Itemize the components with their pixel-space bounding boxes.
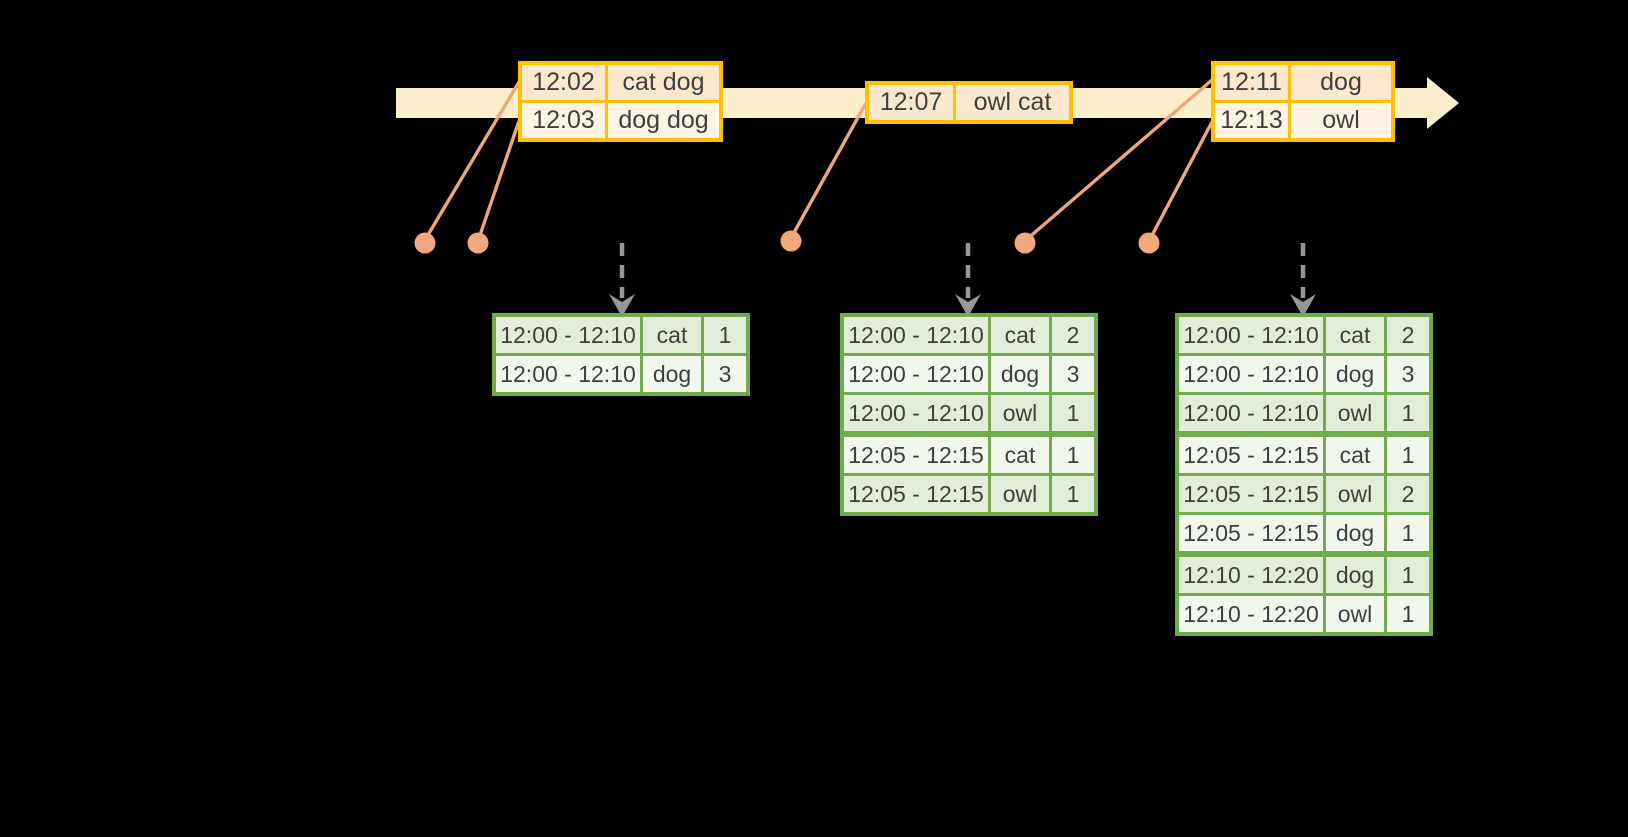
table-cell: 12:10 - 12:20 bbox=[1175, 551, 1326, 596]
table-cell: 3 bbox=[1384, 353, 1433, 395]
table-cell: 12:10 - 12:20 bbox=[1175, 593, 1326, 636]
table-cell: dog bbox=[1323, 512, 1387, 556]
table-cell: 12:05 - 12:15 bbox=[840, 473, 991, 516]
table-cell: owl bbox=[1323, 593, 1387, 636]
event-pointer-line bbox=[423, 81, 521, 241]
table-cell: 12:00 - 12:10 bbox=[840, 313, 991, 356]
table-cell: 12:05 - 12:15 bbox=[1175, 512, 1326, 556]
table-cell: 12:00 - 12:10 bbox=[1175, 353, 1326, 395]
table-cell: 12:00 - 12:10 bbox=[840, 353, 991, 395]
table-cell: 2 bbox=[1384, 473, 1433, 515]
event-dot-icon bbox=[1014, 232, 1036, 254]
table-cell: dog bbox=[988, 353, 1052, 395]
trigger-arrowhead-icon bbox=[1290, 294, 1316, 317]
event-dot-icon bbox=[1138, 232, 1160, 254]
table-cell: 1 bbox=[1384, 551, 1433, 596]
table-cell: 12:05 - 12:15 bbox=[1175, 473, 1326, 515]
table-cell: 1 bbox=[1384, 593, 1433, 636]
event-dot-icon bbox=[414, 232, 436, 254]
table-cell: cat bbox=[988, 431, 1052, 476]
event-pointer-line bbox=[1147, 121, 1214, 242]
table-cell: 12:05 - 12:15 bbox=[840, 431, 991, 476]
table-cell: 2 bbox=[1384, 313, 1433, 356]
event-pointer-line bbox=[476, 120, 521, 242]
table-cell: 12:13 bbox=[1211, 100, 1291, 142]
table-cell: 12:05 - 12:15 bbox=[1175, 431, 1326, 476]
table-cell: owl bbox=[988, 392, 1052, 436]
table-cell: 2 bbox=[1049, 313, 1098, 356]
table-cell: 12:00 - 12:10 bbox=[840, 392, 991, 436]
event-dot-icon bbox=[780, 230, 802, 252]
table-cell: owl bbox=[1288, 100, 1395, 142]
table-cell: 12:00 - 12:10 bbox=[1175, 392, 1326, 436]
table-cell: 12:00 - 12:10 bbox=[492, 313, 643, 356]
table-cell: cat dog bbox=[605, 61, 723, 103]
table-cell: 1 bbox=[1384, 431, 1433, 476]
table-cell: dog bbox=[640, 353, 704, 396]
table-cell: 12:02 bbox=[518, 61, 608, 103]
table-cell: 1 bbox=[1384, 392, 1433, 436]
event-pointer-line bbox=[1024, 78, 1214, 242]
timeline-arrow-icon bbox=[1427, 77, 1459, 129]
table-cell: 12:00 - 12:10 bbox=[1175, 313, 1326, 356]
event-pointer-lines bbox=[423, 78, 1214, 242]
event-dots bbox=[414, 230, 1160, 254]
table-cell: 1 bbox=[1049, 392, 1098, 436]
table-cell: dog bbox=[1288, 61, 1395, 103]
table-cell: 12:00 - 12:10 bbox=[492, 353, 643, 396]
table-cell: 1 bbox=[1384, 512, 1433, 556]
trigger-arrows bbox=[609, 243, 1316, 317]
table-cell: 12:11 bbox=[1211, 61, 1291, 103]
table-cell: owl cat bbox=[953, 81, 1073, 124]
table-cell: owl bbox=[1323, 473, 1387, 515]
trigger-arrowhead-icon bbox=[955, 294, 981, 317]
table-cell: cat bbox=[640, 313, 704, 356]
table-cell: 12:03 bbox=[518, 100, 608, 142]
table-cell: dog dog bbox=[605, 100, 723, 142]
trigger-arrowhead-icon bbox=[609, 294, 635, 317]
table-cell: 1 bbox=[1049, 431, 1098, 476]
table-cell: cat bbox=[988, 313, 1052, 356]
table-cell: cat bbox=[1323, 313, 1387, 356]
table-cell: cat bbox=[1323, 431, 1387, 476]
table-cell: dog bbox=[1323, 551, 1387, 596]
table-cell: owl bbox=[988, 473, 1052, 516]
event-dot-icon bbox=[467, 232, 489, 254]
table-cell: 1 bbox=[701, 313, 750, 356]
table-cell: 3 bbox=[1049, 353, 1098, 395]
table-cell: 3 bbox=[701, 353, 750, 396]
table-cell: dog bbox=[1323, 353, 1387, 395]
table-cell: owl bbox=[1323, 392, 1387, 436]
table-cell: 1 bbox=[1049, 473, 1098, 516]
event-pointer-line bbox=[789, 102, 868, 239]
table-cell: 12:07 bbox=[865, 81, 956, 124]
